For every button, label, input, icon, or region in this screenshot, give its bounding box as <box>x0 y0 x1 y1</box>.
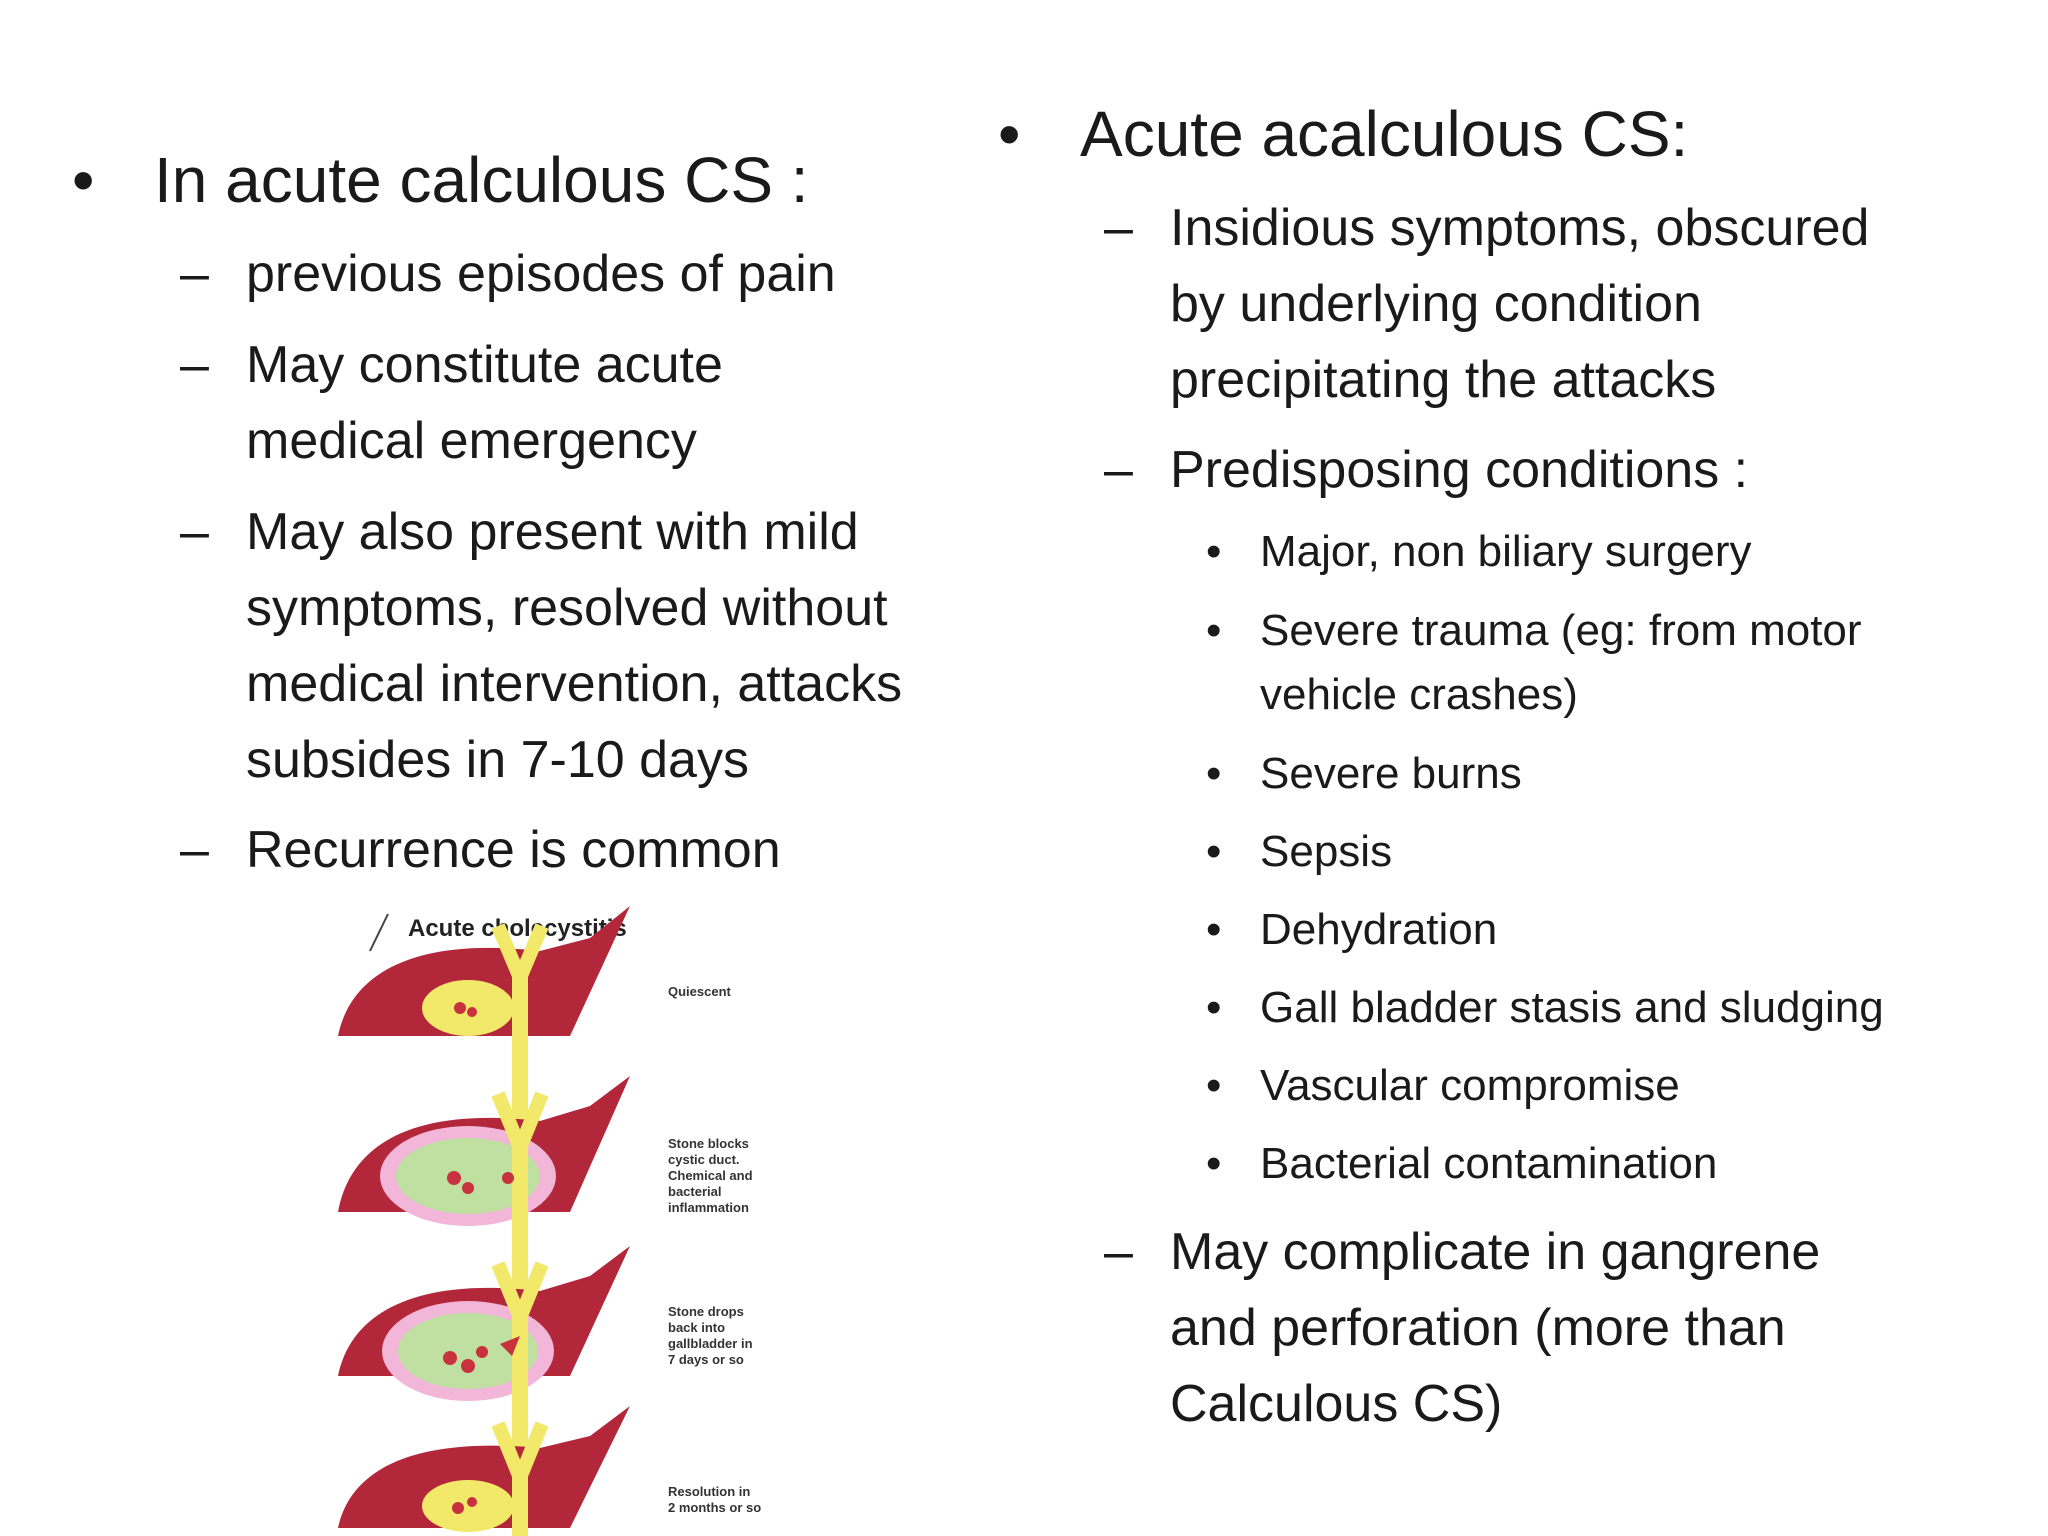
right-item-text: May complicate in gangrene and perforati… <box>1170 1223 1821 1433</box>
condition-item: • Dehydration <box>1206 898 2020 962</box>
stone <box>461 1359 475 1373</box>
bile-duct <box>512 1316 528 1466</box>
condition-item: • Major, non biliary surgery <box>1206 520 2020 584</box>
stone <box>454 1002 466 1014</box>
left-item-text: May also present with mild symptoms, res… <box>246 503 903 789</box>
condition-item: • Severe burns <box>1206 742 2020 806</box>
condition-text: Dehydration <box>1260 905 1498 954</box>
bile-duct <box>512 976 528 1121</box>
bullet-glyph: • <box>72 144 95 216</box>
bile-duct <box>512 1146 528 1296</box>
cholecystitis-diagram: Acute cholecystitis Quiescent Stone bloc… <box>330 896 810 1536</box>
condition-item: • Vascular compromise <box>1206 1054 2020 1118</box>
stone <box>467 1497 477 1507</box>
bullet-glyph: • <box>1206 905 1222 954</box>
condition-item: • Gall bladder stasis and sludging <box>1206 976 2020 1040</box>
svg-text:Resolution in2 months or so: Resolution in2 months or so <box>668 1484 761 1515</box>
bullet-glyph: • <box>1206 983 1222 1032</box>
left-item: – May also present with mild symptoms, r… <box>180 494 1006 798</box>
inflamed-gallbladder <box>398 1313 538 1389</box>
stone <box>467 1007 477 1017</box>
hepatic-duct <box>491 1091 549 1167</box>
cholecystitis-svg: Acute cholecystitis Quiescent Stone bloc… <box>338 906 761 1536</box>
bile-duct <box>512 1476 528 1536</box>
stone <box>476 1346 488 1358</box>
condition-text: Sepsis <box>1260 827 1393 876</box>
bullet-glyph: • <box>998 98 1021 170</box>
liver-shape <box>338 1406 630 1528</box>
right-item: – Insidious symptoms, obscured by underl… <box>1104 190 2000 418</box>
bullet-glyph: • <box>1206 827 1222 876</box>
gallbladder <box>422 1480 514 1532</box>
inflamed-gallbladder <box>396 1138 540 1214</box>
right-item-text: Insidious symptoms, obscured by underlyi… <box>1170 199 1870 409</box>
right-item: – Predisposing conditions : <box>1104 432 2000 508</box>
stone <box>447 1171 461 1185</box>
stage-quiescent: Quiescent <box>338 906 732 1121</box>
dash-glyph: – <box>1104 1223 1133 1281</box>
hepatic-duct <box>491 1261 549 1337</box>
condition-item: • Sepsis <box>1206 820 2020 884</box>
liver-shape <box>338 906 630 1036</box>
right-item: – May complicate in gangrene and perfora… <box>1104 1214 2000 1442</box>
condition-item: • Severe trauma (eg: from motor vehicle … <box>1206 599 2020 727</box>
condition-text: Major, non biliary surgery <box>1260 527 1752 576</box>
stone <box>452 1502 464 1514</box>
condition-text: Severe trauma (eg: from motor vehicle cr… <box>1260 606 1862 719</box>
dash-glyph: – <box>1104 441 1133 499</box>
bullet-glyph: • <box>1206 1061 1222 1110</box>
left-item: – May constitute acute medical emergency <box>180 327 1006 479</box>
dash-glyph: – <box>180 821 209 879</box>
dash-glyph: – <box>180 336 209 394</box>
left-item: – previous episodes of pain <box>180 236 1006 312</box>
gallbladder <box>422 980 514 1036</box>
left-item-text: May constitute acute medical emergency <box>246 336 723 470</box>
condition-text: Vascular compromise <box>1260 1061 1680 1110</box>
left-heading: • In acute calculous CS : <box>72 142 809 218</box>
bullet-glyph: • <box>1206 1139 1222 1188</box>
stage-label: Quiescent <box>668 984 732 999</box>
dash-glyph: – <box>180 245 209 303</box>
stone <box>462 1182 474 1194</box>
hepatic-duct <box>491 1421 549 1497</box>
stone <box>502 1172 514 1184</box>
condition-text: Severe burns <box>1260 749 1522 798</box>
stone <box>443 1351 457 1365</box>
hepatic-duct <box>491 923 549 996</box>
left-heading-text: In acute calculous CS : <box>154 144 809 216</box>
condition-text: Bacterial contamination <box>1260 1139 1718 1188</box>
right-item-text: Predisposing conditions : <box>1170 441 1749 499</box>
left-item: – Recurrence is common <box>180 812 1006 888</box>
diagram-title: Acute cholecystitis <box>408 915 627 942</box>
right-heading-text: Acute acalculous CS: <box>1080 98 1689 170</box>
dash-glyph: – <box>1104 199 1133 257</box>
condition-text: Gall bladder stasis and sludging <box>1260 983 1884 1032</box>
bullet-glyph: • <box>1206 749 1222 798</box>
left-item-text: previous episodes of pain <box>246 245 836 303</box>
drop-arrow <box>500 1336 520 1356</box>
condition-item: • Bacterial contamination <box>1206 1132 2020 1196</box>
right-heading: • Acute acalculous CS: <box>998 96 1688 172</box>
bullet-glyph: • <box>1206 527 1222 576</box>
left-item-text: Recurrence is common <box>246 821 781 879</box>
dash-glyph: – <box>180 503 209 561</box>
bullet-glyph: • <box>1206 606 1222 655</box>
